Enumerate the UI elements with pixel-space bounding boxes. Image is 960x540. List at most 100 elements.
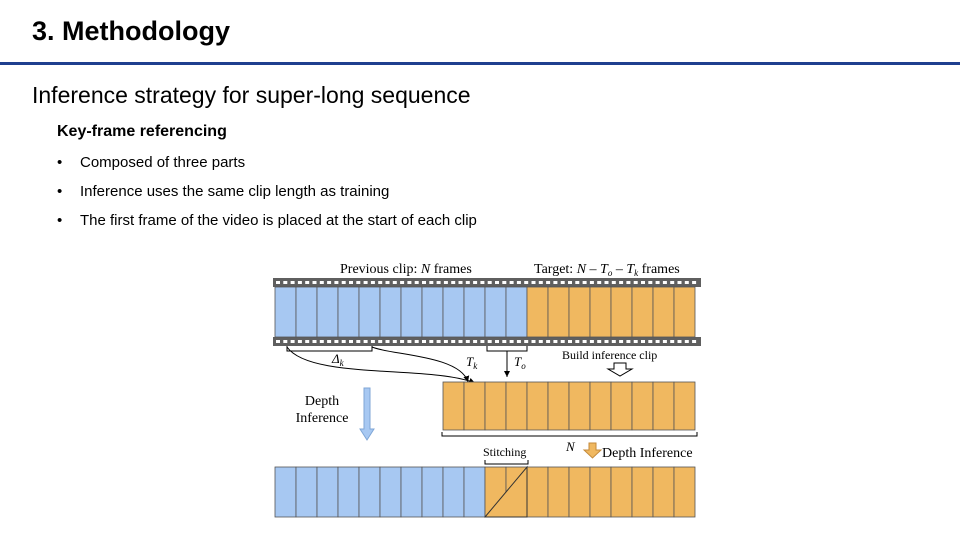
film-hole bbox=[356, 281, 361, 284]
film-hole bbox=[648, 281, 653, 284]
film-hole bbox=[312, 281, 317, 284]
film-hole bbox=[422, 340, 426, 343]
previous-frame bbox=[421, 286, 444, 338]
build-down-arrow bbox=[606, 362, 634, 377]
title-rule bbox=[0, 62, 960, 65]
film-hole bbox=[655, 281, 660, 284]
film-hole bbox=[546, 340, 551, 343]
film-hole bbox=[538, 281, 543, 284]
depth-inference-label-line2: Inference bbox=[296, 411, 349, 426]
stitched-new-frame bbox=[547, 466, 570, 518]
depth-inference-label-line1: Depth bbox=[305, 394, 339, 409]
film-hole bbox=[487, 281, 492, 284]
tk-arrow bbox=[371, 346, 470, 383]
film-hole bbox=[334, 281, 339, 284]
film-hole bbox=[297, 281, 302, 284]
film-hole bbox=[363, 340, 368, 343]
film-hole bbox=[400, 281, 405, 284]
previous-frame bbox=[505, 286, 528, 338]
previous-frame bbox=[463, 286, 486, 338]
film-hole bbox=[436, 340, 441, 343]
film-hole bbox=[422, 281, 426, 284]
stitched-previous-frame bbox=[358, 466, 381, 518]
film-hole bbox=[480, 340, 485, 343]
film-hole bbox=[560, 281, 565, 284]
film-hole bbox=[327, 340, 332, 343]
film-hole bbox=[597, 340, 602, 343]
film-strip-top-edge bbox=[273, 278, 701, 287]
previous-frame bbox=[379, 286, 402, 338]
film-hole bbox=[619, 340, 624, 343]
stitched-previous-frame bbox=[442, 466, 465, 518]
target-frame bbox=[568, 286, 591, 338]
film-hole bbox=[655, 340, 660, 343]
film-hole bbox=[641, 340, 645, 343]
film-hole bbox=[633, 281, 638, 284]
stitching-bracket bbox=[484, 460, 529, 465]
delta-k-bracket bbox=[286, 346, 373, 352]
inference-frame bbox=[610, 381, 633, 431]
frame-row-previous-clip bbox=[274, 286, 696, 338]
film-hole bbox=[400, 340, 405, 343]
stitched-previous-frame bbox=[337, 466, 360, 518]
film-hole bbox=[473, 281, 478, 284]
tk-label: Tk bbox=[466, 354, 478, 371]
previous-frame bbox=[358, 286, 381, 338]
stitched-previous-frame bbox=[274, 466, 297, 518]
inference-frame bbox=[505, 381, 528, 431]
bullet-marker: • bbox=[57, 154, 63, 171]
keyframe-arrow bbox=[286, 346, 476, 384]
film-hole bbox=[495, 340, 499, 343]
film-hole bbox=[392, 340, 397, 343]
stitched-new-frame bbox=[568, 466, 591, 518]
film-hole bbox=[582, 340, 587, 343]
target-frame bbox=[652, 286, 675, 338]
n-label: N bbox=[565, 439, 576, 454]
film-hole bbox=[349, 340, 353, 343]
film-hole bbox=[568, 340, 572, 343]
film-hole bbox=[487, 340, 492, 343]
film-hole bbox=[670, 340, 675, 343]
bullet-item: •The first frame of the video is placed … bbox=[57, 211, 477, 240]
build-inference-label: Build inference clip bbox=[562, 348, 657, 362]
film-hole bbox=[662, 281, 667, 284]
stitched-previous-frame bbox=[400, 466, 423, 518]
film-hole bbox=[370, 340, 375, 343]
stitching-label: Stitching bbox=[483, 445, 526, 459]
film-hole bbox=[553, 281, 558, 284]
slide-title: 3. Methodology bbox=[32, 16, 230, 46]
film-hole bbox=[349, 281, 353, 284]
film-hole bbox=[582, 281, 587, 284]
film-hole bbox=[480, 281, 485, 284]
target-frame bbox=[589, 286, 612, 338]
bullet-text: The first frame of the video is placed a… bbox=[80, 212, 477, 229]
target-frame bbox=[610, 286, 633, 338]
target-frame bbox=[673, 286, 696, 338]
film-hole bbox=[378, 281, 383, 284]
film-hole bbox=[297, 340, 302, 343]
bullet-text: Composed of three parts bbox=[80, 154, 246, 171]
film-hole bbox=[283, 340, 288, 343]
inference-frame bbox=[631, 381, 654, 431]
film-hole bbox=[356, 340, 361, 343]
stitched-new-frame bbox=[526, 466, 549, 518]
previous-clip-label: Previous clip: N frames bbox=[340, 262, 472, 277]
film-hole bbox=[414, 281, 419, 284]
stitched-new-frame bbox=[673, 466, 696, 518]
film-hole bbox=[465, 281, 470, 284]
film-hole bbox=[443, 281, 448, 284]
slide-subtitle: Inference strategy for super-long sequen… bbox=[32, 82, 471, 108]
film-hole bbox=[414, 340, 419, 343]
target-frame bbox=[526, 286, 549, 338]
film-hole bbox=[626, 281, 631, 284]
film-hole bbox=[283, 281, 288, 284]
bullet-list: •Composed of three parts •Inference uses… bbox=[57, 153, 477, 240]
film-hole bbox=[502, 281, 507, 284]
target-label: Target: N – To – Tk frames bbox=[534, 262, 680, 278]
film-hole bbox=[290, 281, 295, 284]
stitched-previous-frame bbox=[379, 466, 402, 518]
film-hole bbox=[305, 281, 310, 284]
film-hole bbox=[473, 340, 478, 343]
depth-inference-down-arrow bbox=[359, 387, 375, 441]
stitching-blend-region bbox=[483, 465, 528, 518]
